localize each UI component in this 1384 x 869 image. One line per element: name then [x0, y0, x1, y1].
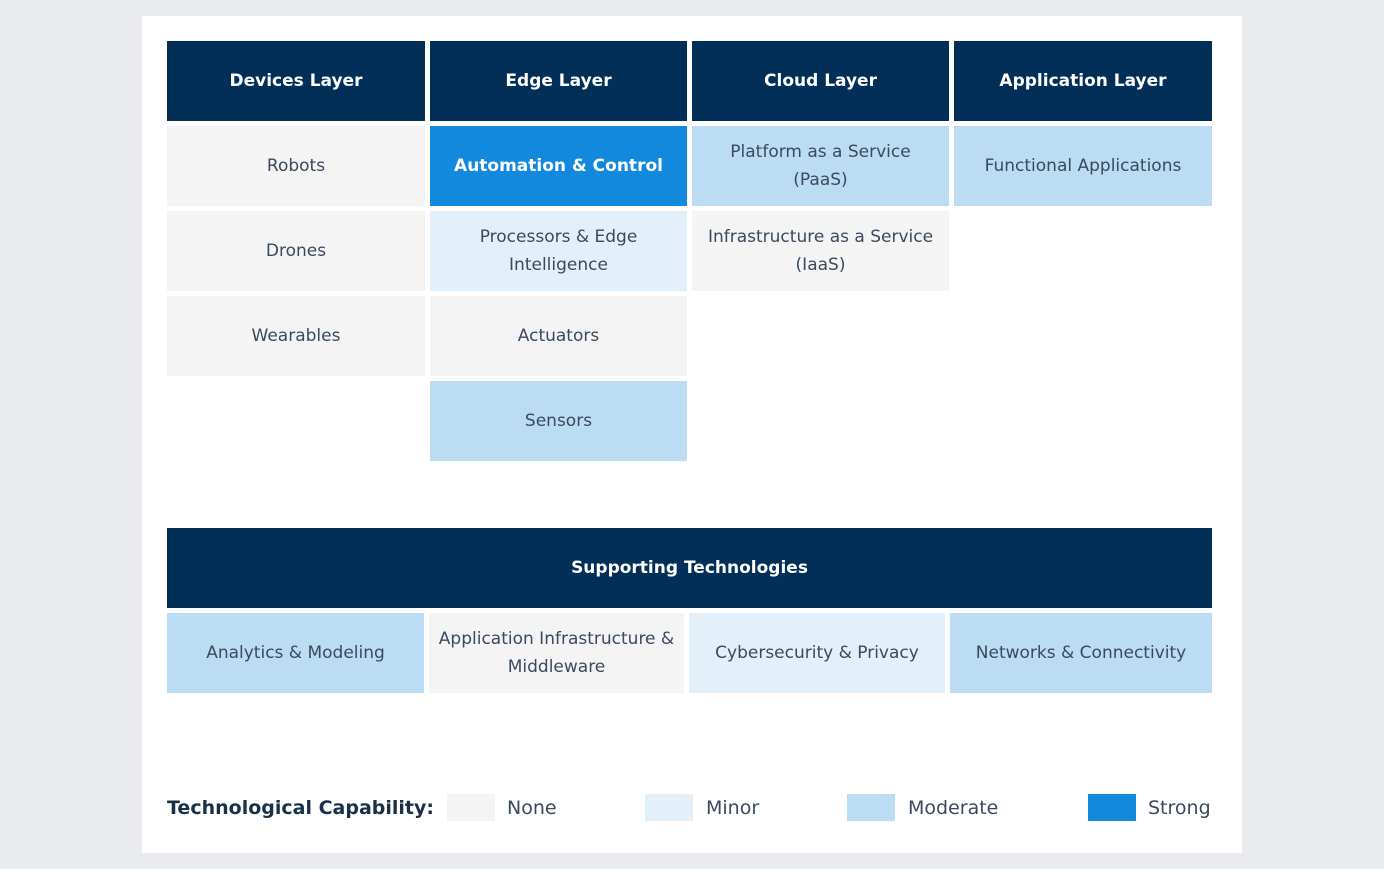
legend-title: Technological Capability:	[167, 797, 434, 819]
edge-item-processors: Processors & Edge Intelligence	[430, 211, 687, 291]
supporting-technologies-header: Supporting Technologies	[167, 528, 1212, 608]
devices-item-wearables: Wearables	[167, 296, 425, 376]
cloud-layer-header: Cloud Layer	[692, 41, 949, 121]
cloud-item-iaas: Infrastructure as a Service (IaaS)	[692, 211, 949, 291]
supporting-item-app-infrastructure: Application Infrastructure & Middleware	[429, 613, 684, 693]
supporting-item-networks: Networks & Connectivity	[950, 613, 1212, 693]
application-item-functional: Functional Applications	[954, 126, 1212, 206]
legend-label-moderate: Moderate	[908, 797, 999, 819]
edge-item-sensors: Sensors	[430, 381, 687, 461]
legend-swatch-minor	[645, 794, 693, 821]
application-layer-header: Application Layer	[954, 41, 1212, 121]
legend-swatch-moderate	[847, 794, 895, 821]
cloud-item-paas: Platform as a Service (PaaS)	[692, 126, 949, 206]
edge-item-actuators: Actuators	[430, 296, 687, 376]
edge-item-automation-control: Automation & Control	[430, 126, 687, 206]
legend-label-none: None	[507, 797, 557, 819]
legend-label-minor: Minor	[706, 797, 760, 819]
devices-layer-header: Devices Layer	[167, 41, 425, 121]
supporting-item-cybersecurity: Cybersecurity & Privacy	[689, 613, 945, 693]
devices-item-robots: Robots	[167, 126, 425, 206]
supporting-item-analytics: Analytics & Modeling	[167, 613, 424, 693]
legend-swatch-none	[447, 794, 495, 821]
legend-swatch-strong	[1088, 794, 1136, 821]
edge-layer-header: Edge Layer	[430, 41, 687, 121]
legend-label-strong: Strong	[1148, 797, 1211, 819]
devices-item-drones: Drones	[167, 211, 425, 291]
